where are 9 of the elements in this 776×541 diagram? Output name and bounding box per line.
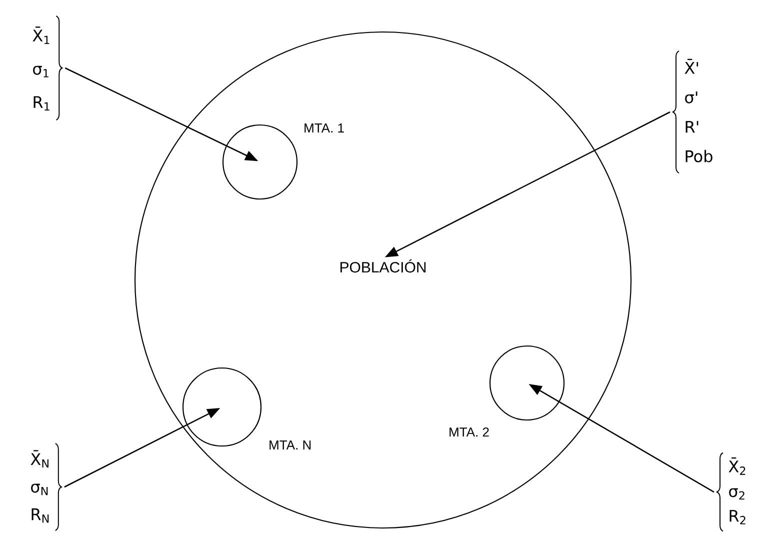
bracketed-list: X̄' σ' R' Pob [672,50,712,174]
bracketed-list: X̄$_{N}$ σ$_{N}$ R$_{N}$ [30,442,62,532]
population-label: POBLACIÓN [340,259,426,273]
node-label: MTA. N [270,440,311,450]
bracketed-list: X̄$_{1}$ σ$_{1}$ R$_{1}$ [32,15,63,121]
node-label: MTA. 2 [450,427,489,437]
bracketed-list: X̄$_{2}$ σ$_{2}$ R$_{2}$ [716,452,746,532]
node-label: MTA. 1 [304,124,344,132]
population-circle [134,31,632,529]
